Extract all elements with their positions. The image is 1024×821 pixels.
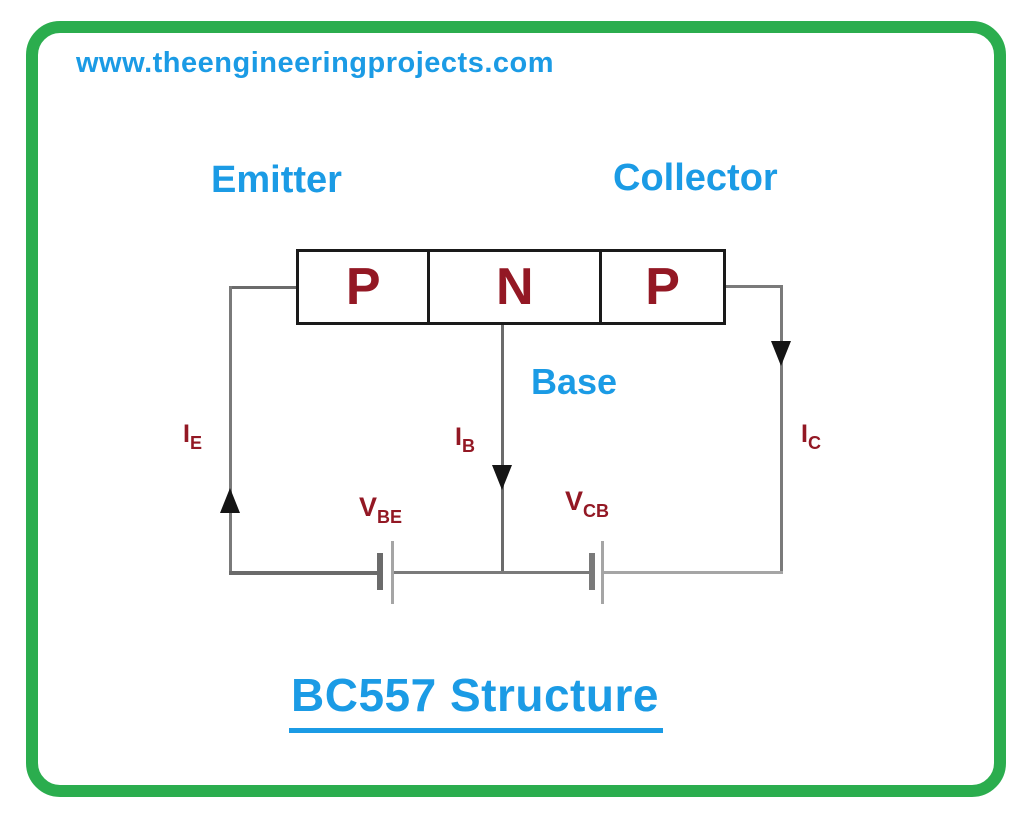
battery-vcb-short-plate [589, 553, 595, 590]
battery-vbe-long-plate [391, 541, 394, 604]
vbe-subscript: BE [377, 507, 403, 527]
ie-symbol: I [183, 420, 190, 448]
vbe-symbol: V [359, 492, 378, 522]
ie-subscript: E [189, 433, 202, 453]
p-region-collector: P [645, 258, 680, 316]
collector-label: Collector [613, 157, 778, 199]
green-border-frame [26, 21, 1006, 797]
base-wire-vertical [501, 325, 504, 573]
emitter-wire-horizontal [229, 286, 296, 289]
ic-symbol: I [801, 420, 808, 448]
ib-symbol: I [455, 423, 462, 451]
ic-subscript: C [807, 433, 821, 453]
emitter-current-arrow-up-icon [220, 488, 240, 513]
base-label: Base [531, 361, 618, 402]
diagram-title: BC557 Structure [289, 668, 663, 733]
base-current-arrow-down-icon [492, 465, 512, 490]
vbe-voltage-label: VBE [359, 492, 402, 528]
n-region-base: N [430, 252, 603, 322]
collector-current-arrow-down-icon [771, 341, 791, 366]
ib-subscript: B [461, 436, 475, 456]
vcb-symbol: V [565, 486, 584, 516]
vcb-subscript: CB [583, 501, 610, 521]
emitter-wire-vertical [229, 286, 232, 574]
battery-vbe-short-plate [377, 553, 383, 590]
battery-vcb-long-plate [601, 541, 604, 604]
p-region-emitter: P [299, 252, 431, 322]
collector-wire-horizontal [726, 285, 783, 288]
emitter-current-label: IE [183, 420, 202, 454]
bottom-wire-middle [394, 571, 591, 574]
website-url: www.theengineeringprojects.com [76, 47, 555, 79]
bottom-wire-right [604, 571, 783, 574]
collector-current-label: IC [801, 420, 821, 454]
collector-wire-vertical [780, 285, 783, 574]
bottom-wire-left [229, 571, 379, 575]
base-current-label: IB [455, 423, 475, 457]
emitter-label: Emitter [211, 159, 342, 201]
pnp-region-box: P N P [296, 249, 726, 325]
vcb-voltage-label: VCB [565, 486, 609, 522]
